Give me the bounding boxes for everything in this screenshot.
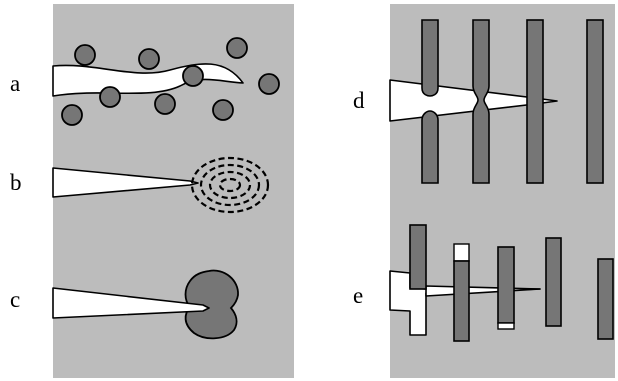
panel-a-particle [100, 87, 120, 107]
panel-d-label: d [353, 88, 365, 113]
panel-e-fiber-void [454, 244, 469, 261]
panel-a-particle [139, 49, 159, 69]
panel-a-particle [183, 66, 203, 86]
panel-e-pullout-fiber [546, 238, 561, 326]
panel-d-bridging-rod [527, 20, 543, 183]
panel-a-particle [213, 100, 233, 120]
right-panel: d e [353, 4, 615, 378]
panel-a-particle [62, 105, 82, 125]
panel-e-intact-fiber [598, 259, 613, 339]
panel-e-pullout-fiber [410, 225, 426, 289]
panel-d-intact-rod [587, 20, 603, 183]
panel-a-particle [227, 38, 247, 58]
panel-a-particle [155, 94, 175, 114]
panel-d-bridging-rod [422, 111, 438, 183]
panel-c-label: c [10, 287, 20, 312]
panel-b-label: b [10, 170, 22, 195]
panel-e-pullout-fiber [498, 247, 514, 323]
panel-d-bridging-rod [422, 20, 438, 96]
panel-e-pullout-fiber [454, 261, 469, 341]
panel-a-label: a [10, 71, 20, 96]
panel-a-particle [75, 45, 95, 65]
panel-a-particle [259, 74, 279, 94]
panel-e-label: e [353, 283, 363, 308]
panel-e-fiber-void [498, 323, 514, 329]
left-panel: a b c [10, 4, 294, 378]
